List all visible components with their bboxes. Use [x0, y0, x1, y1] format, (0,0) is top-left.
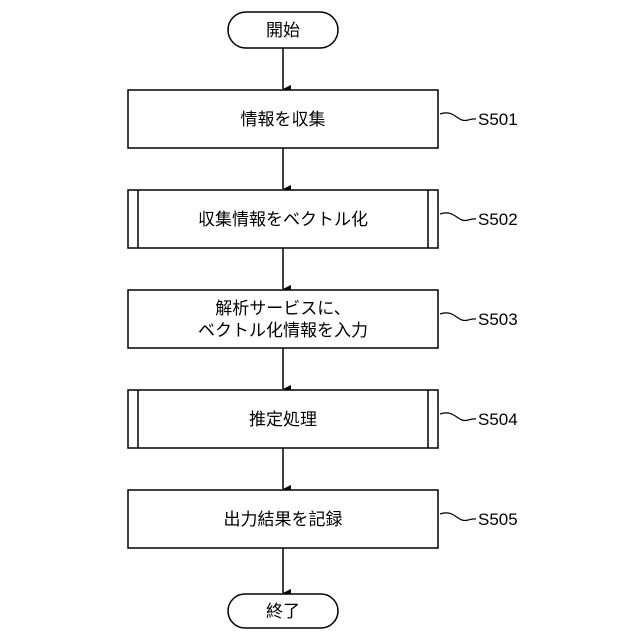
step-s502: 収集情報をベクトル化 S502 — [128, 190, 518, 248]
start-terminal: 開始 — [228, 12, 338, 48]
step-leader — [440, 213, 476, 221]
step-s501: 情報を収集 S501 — [128, 90, 518, 148]
step-leader — [440, 113, 476, 121]
step-text-line: 出力結果を記録 — [224, 510, 343, 530]
start-label: 開始 — [266, 21, 300, 41]
end-terminal: 終了 — [228, 594, 338, 628]
step-id-label: S502 — [478, 210, 518, 229]
end-label: 終了 — [266, 602, 300, 622]
step-id-label: S504 — [478, 410, 518, 429]
step-id-label: S501 — [478, 110, 518, 129]
step-text-line: 収集情報をベクトル化 — [198, 210, 368, 230]
step-leader — [440, 313, 476, 321]
step-leader — [440, 513, 476, 521]
step-id-label: S503 — [478, 310, 518, 329]
step-text-line: 情報を収集 — [241, 110, 326, 130]
step-id-label: S505 — [478, 510, 518, 529]
step-text-line: 推定処理 — [249, 410, 317, 430]
step-leader — [440, 413, 476, 421]
step-s505: 出力結果を記録 S505 — [128, 490, 518, 548]
step-s503: 解析サービスに、ベクトル化情報を入力 S503 — [128, 290, 518, 348]
step-text-line: ベクトル化情報を入力 — [198, 321, 368, 341]
step-text-line: 解析サービスに、 — [215, 299, 351, 319]
step-s504: 推定処理 S504 — [128, 390, 518, 448]
